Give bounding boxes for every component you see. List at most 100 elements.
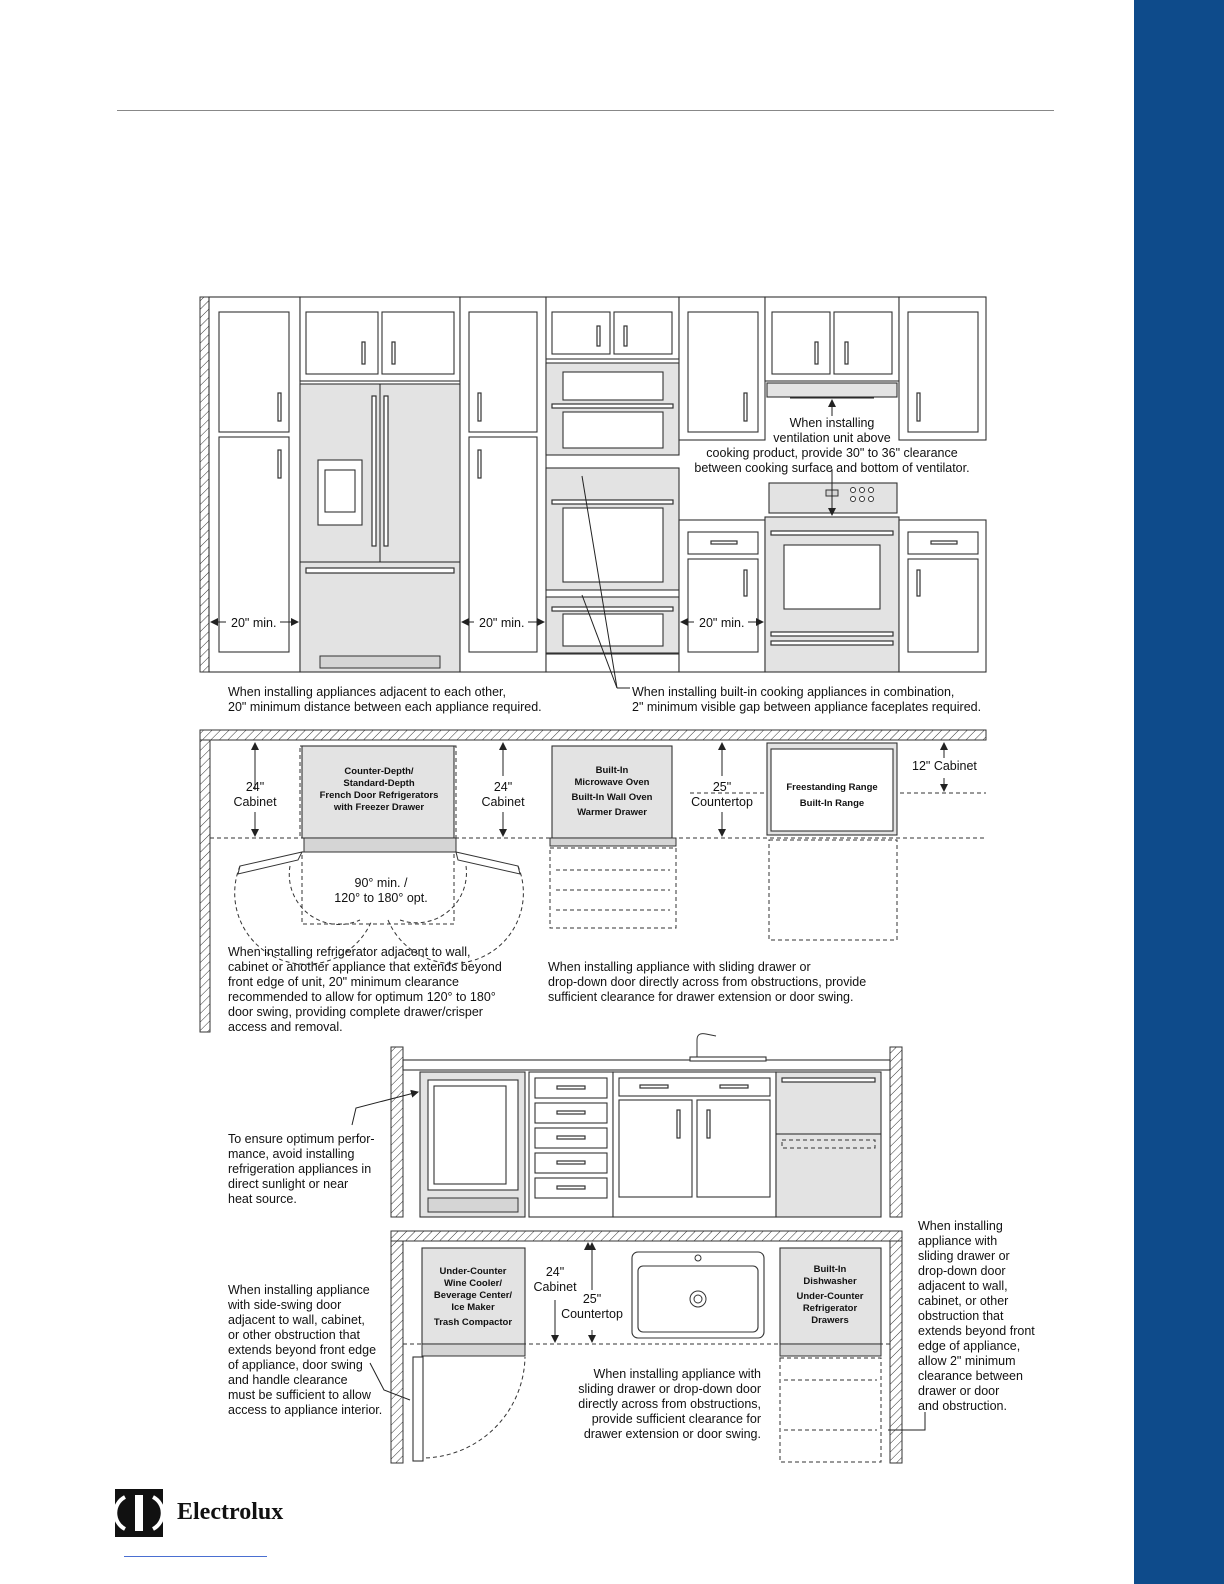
upper-cabinet-fridge <box>299 296 461 382</box>
plan-view: Counter-Depth/ Standard-Depth French Doo… <box>199 729 987 1034</box>
side-swing-note-2: with side-swing door <box>227 1298 341 1312</box>
wine-label-2: Wine Cooler/ <box>444 1278 502 1289</box>
vent-note-line-4: between cooking surface and bottom of ve… <box>694 461 969 475</box>
dim-uc-countertop-1: 25" <box>583 1292 601 1306</box>
side-swing-note-4: or other obstruction that <box>228 1328 361 1342</box>
tall-cabinet-middle <box>459 296 547 673</box>
wine-label-4: Ice Maker <box>451 1302 495 1313</box>
oven-label-3: Built-In Wall Oven <box>572 792 653 803</box>
elevation-view: 20" min. 20" min. 20" min. When installi… <box>199 296 987 714</box>
range-label-1: Freestanding Range <box>786 782 877 793</box>
fridge-label-3: French Door Refrigerators <box>320 790 439 801</box>
brand-name: Electrolux <box>177 1499 284 1525</box>
footer-link-underline[interactable] <box>124 1556 267 1557</box>
vent-note-line-2: ventilation unit above <box>773 431 890 445</box>
adjacent-wall-note-3: sliding drawer or <box>918 1249 1010 1263</box>
adjacent-wall-note-10: allow 2" minimum <box>918 1354 1016 1368</box>
tall-cabinet-left <box>208 296 301 673</box>
sliding-note-3: directly across from obstructions, <box>578 1397 761 1411</box>
freestanding-range <box>764 482 900 673</box>
adjacent-wall-note-1: When installing <box>918 1219 1003 1233</box>
sunlight-note-1: To ensure optimum perfor- <box>228 1132 375 1146</box>
wine-label-3: Beverage Center/ <box>434 1290 513 1301</box>
cabinet-right-of-oven <box>678 296 766 673</box>
dim-uc-cabinet-1: 24" <box>546 1265 564 1279</box>
left-wall <box>199 296 210 673</box>
dim-cabinet-right-1: 24" <box>494 780 512 794</box>
side-swing-note-5: extends beyond front edge <box>228 1343 376 1357</box>
undercounter-plan: Under-Counter Wine Cooler/ Beverage Cent… <box>227 1219 1035 1464</box>
dishwasher-label-1: Built-In <box>814 1264 847 1275</box>
dishwasher-label-5: Drawers <box>811 1315 849 1326</box>
cabinet-far-right <box>898 296 987 673</box>
oven-label-4: Warmer Drawer <box>577 807 647 818</box>
adjacent-wall-note-4: drop-down door <box>918 1264 1006 1278</box>
fridge-note-1: When installing refrigerator adjacent to… <box>228 945 470 959</box>
fridge-note-3: front edge of unit, 20" minimum clearanc… <box>228 975 459 989</box>
fridge-label-4: with Freezer Drawer <box>333 802 425 813</box>
side-swing-note-9: access to appliance interior. <box>228 1403 382 1417</box>
brand-side-bar <box>1134 0 1224 1584</box>
sunlight-note-3: refrigeration appliances in <box>228 1162 371 1176</box>
adjacent-wall-note-5: adjacent to wall, <box>918 1279 1008 1293</box>
dim-upper-cabinet: 12" Cabinet <box>912 759 977 773</box>
back-wall <box>199 729 987 741</box>
wine-label-5: Trash Compactor <box>434 1317 512 1328</box>
drawer-note-2: drop-down door directly across from obst… <box>548 975 866 989</box>
range-label-2: Built-In Range <box>800 798 864 809</box>
fridge-note-2: cabinet or another appliance that extend… <box>228 960 502 974</box>
drawer-note-1: When installing appliance with sliding d… <box>548 960 811 974</box>
dim-cabinet-right-2: Cabinet <box>481 795 525 809</box>
dim-countertop-1: 25" <box>713 780 731 794</box>
adjacent-wall-note-13: and obstruction. <box>918 1399 1007 1413</box>
dishwasher-label-4: Refrigerator <box>803 1303 858 1314</box>
fridge-doors-plan <box>303 837 457 853</box>
adjacent-note-line-2: 20" minimum distance between each applia… <box>228 700 542 714</box>
wine-label-1: Under-Counter <box>439 1266 506 1277</box>
sliding-note-1: When installing appliance with <box>594 1367 762 1381</box>
side-swing-note-7: and handle clearance <box>228 1373 348 1387</box>
swing-label-1: 90° min. / <box>355 876 408 890</box>
oven-label-1: Built-In <box>596 765 629 776</box>
sliding-note-2: sliding drawer or drop-down door <box>578 1382 761 1396</box>
dishwasher-label-3: Under-Counter <box>796 1291 863 1302</box>
french-door-refrigerator <box>299 383 461 673</box>
fridge-label-1: Counter-Depth/ <box>344 766 413 777</box>
dishwasher-front <box>775 1071 882 1218</box>
sunlight-note-5: heat source. <box>228 1192 297 1206</box>
vent-note-line-3: cooking product, provide 30" to 36" clea… <box>706 446 957 460</box>
gap-label-right: 20" min. <box>699 616 744 630</box>
side-swing-note-3: adjacent to wall, cabinet, <box>228 1313 365 1327</box>
sunlight-note-4: direct sunlight or near <box>228 1177 348 1191</box>
adjacent-note-line-1: When installing appliances adjacent to e… <box>228 685 506 699</box>
adjacent-wall-note-7: obstruction that <box>918 1309 1004 1323</box>
sliding-note-4: provide sufficient clearance for <box>592 1412 761 1426</box>
adjacent-wall-note-2: appliance with <box>918 1234 997 1248</box>
dim-cabinet-left-1: 24" <box>246 780 264 794</box>
fridge-note-4: recommended to allow for optimum 120° to… <box>228 990 496 1004</box>
fridge-note-6: access and removal. <box>228 1020 343 1034</box>
dishwasher-label-2: Dishwasher <box>803 1276 857 1287</box>
upper-cabinet-range <box>764 296 900 399</box>
side-swing-note-6: of appliance, door swing <box>228 1358 363 1372</box>
adjacent-wall-note-11: clearance between <box>918 1369 1023 1383</box>
range-hood <box>766 382 898 398</box>
vent-note-line-1: When installing <box>790 416 875 430</box>
undercounter-elevation: To ensure optimum perfor- mance, avoid i… <box>228 1033 903 1218</box>
side-swing-note-1: When installing appliance <box>228 1283 370 1297</box>
electrolux-logo-icon <box>113 1489 165 1537</box>
side-swing-note-8: must be sufficient to allow <box>228 1388 372 1402</box>
dim-countertop-2: Countertop <box>691 795 753 809</box>
sliding-note-5: drawer extension or door swing. <box>584 1427 761 1441</box>
sunlight-note-2: mance, avoid installing <box>228 1147 355 1161</box>
side-wall <box>199 739 211 1033</box>
built-in-oven-stack <box>545 362 680 673</box>
combination-note-line-1: When installing built-in cooking applian… <box>632 685 954 699</box>
adjacent-wall-note-8: extends beyond front <box>918 1324 1035 1338</box>
gap-label-left: 20" min. <box>231 616 276 630</box>
fridge-note-5: door swing, providing complete drawer/cr… <box>228 1005 483 1019</box>
oven-label-2: Microwave Oven <box>575 777 650 788</box>
adjacent-wall-note-12: drawer or door <box>918 1384 999 1398</box>
fridge-label-2: Standard-Depth <box>343 778 414 789</box>
